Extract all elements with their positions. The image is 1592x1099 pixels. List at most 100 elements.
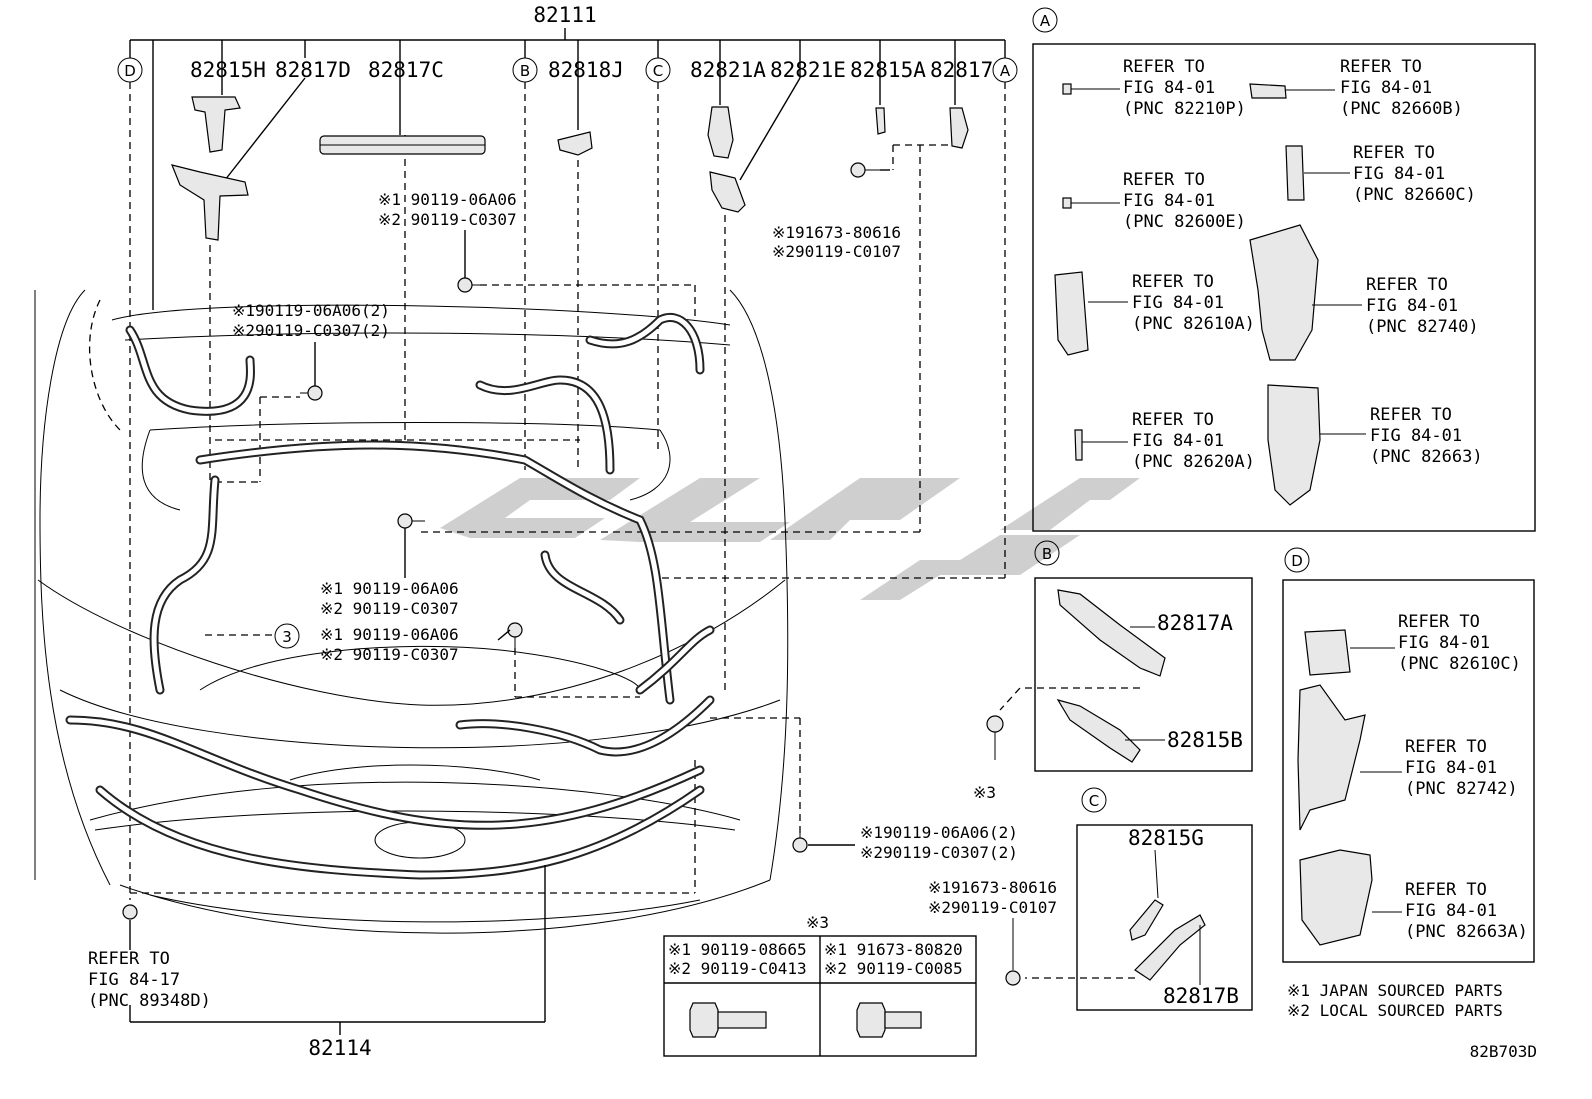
legend-local: ※2 LOCAL SOURCED PARTS	[1287, 1001, 1503, 1020]
bolt-label-7a: ※191673-80616	[928, 878, 1057, 897]
bolt-icon	[986, 715, 1004, 760]
pnc-label: (PNC 82742)	[1405, 779, 1518, 799]
part-82817D-drawing	[171, 164, 249, 241]
pnc-label: (PNC 82600E)	[1123, 212, 1246, 232]
svg-text:C: C	[1089, 792, 1099, 810]
part-82821E-drawing	[709, 171, 746, 213]
fig-label: FIG 84-01	[1340, 78, 1432, 98]
bolt-label-1b: ※2 90119-C0307	[378, 210, 517, 229]
panel-C-parts	[1025, 849, 1206, 985]
bolt-label-3b: ※290119-C0307(2)	[232, 321, 390, 340]
bolt-label-1a: ※1 90119-06A06	[378, 190, 517, 209]
refer-to-label: REFER TO	[1123, 57, 1205, 77]
svg-text:D: D	[124, 62, 136, 80]
bolt-icon	[507, 622, 523, 650]
diagram-code: 82B703D	[1470, 1042, 1537, 1061]
pnc-label: (PNC 82210P)	[1123, 99, 1246, 119]
panel-D	[1282, 579, 1535, 963]
watermark-logo	[440, 478, 1140, 600]
refer-to-label: REFER TO	[1398, 612, 1480, 632]
panel-A-parts	[1054, 83, 1366, 506]
pnc-label: (PNC 82663)	[1370, 447, 1483, 467]
refer-to-label: REFER TO	[1132, 272, 1214, 292]
svg-text:A: A	[1000, 62, 1011, 80]
part-number-82818J: 82818J	[548, 58, 624, 82]
part-number-82817C: 82817C	[368, 58, 444, 82]
bolt-label-4b: ※2 90119-C0307	[320, 599, 459, 618]
refer-to-label: REFER TO	[1405, 880, 1487, 900]
bolt-label-6a: ※190119-06A06(2)	[860, 823, 1018, 842]
fig-label: FIG 84-01	[1123, 191, 1215, 211]
star3-left-l1: ※1 90119-08665	[668, 940, 807, 959]
top-bracket	[129, 28, 1006, 310]
pnc-label: (PNC 82610A)	[1132, 314, 1255, 334]
fig-label: FIG 84-01	[1123, 78, 1215, 98]
star3-table	[663, 935, 977, 1057]
star3-note: ※3	[973, 783, 996, 802]
panel-B-parts	[999, 589, 1166, 763]
svg-text:3: 3	[282, 628, 292, 646]
bolt-label-2a: ※191673-80616	[772, 223, 901, 242]
panel-C	[1076, 824, 1253, 1011]
pnc-label: (PNC 89348D)	[88, 991, 211, 1011]
callout-3: 3	[274, 623, 300, 649]
bolt-label-4a: ※1 90119-06A06	[320, 579, 459, 598]
part-number-82817A: 82817A	[1157, 611, 1233, 635]
callout-D-top: D	[117, 57, 143, 83]
part-number-82817D: 82817D	[275, 58, 351, 82]
bolt-label-3a: ※190119-06A06(2)	[232, 301, 390, 320]
part-82821A-drawing	[707, 106, 734, 159]
refer-to-label: REFER TO	[88, 949, 170, 969]
fig-label: FIG 84-01	[1370, 426, 1462, 446]
bolt-icon	[1005, 918, 1021, 986]
callout-B-panel: B	[1034, 540, 1060, 566]
part-number-82815B: 82815B	[1167, 728, 1243, 752]
bolt-label-7b: ※290119-C0107	[928, 898, 1057, 917]
fig-label: FIG 84-01	[1405, 901, 1497, 921]
panel-D-parts	[1297, 629, 1402, 946]
pnc-label: (PNC 82740)	[1366, 317, 1479, 337]
wire-harness	[65, 313, 715, 880]
callout-A-panel: A	[1032, 7, 1058, 33]
legend-japan: ※1 JAPAN SOURCED PARTS	[1287, 981, 1503, 1000]
part-82815A-drawing	[875, 107, 886, 135]
svg-text:D: D	[1291, 552, 1303, 570]
refer-to-label: REFER TO	[1405, 737, 1487, 757]
panel-A	[1032, 43, 1536, 532]
pnc-label: (PNC 82660C)	[1353, 185, 1476, 205]
svg-text:C: C	[653, 62, 663, 80]
svg-text:B: B	[520, 62, 530, 80]
part-number-82821E: 82821E	[770, 58, 846, 82]
fig-label: FIG 84-17	[88, 970, 180, 990]
callout-B-top: B	[512, 57, 538, 83]
star3-right-l1: ※1 91673-80820	[824, 940, 963, 959]
bolt-icon	[457, 277, 485, 293]
refer-to-label: REFER TO	[1132, 410, 1214, 430]
part-number-82817B: 82817B	[1163, 984, 1239, 1008]
dashed-leaders	[129, 82, 1006, 900]
callout-D-panel: D	[1284, 547, 1310, 573]
part-82815H-drawing	[191, 96, 241, 153]
star3-left-l2: ※2 90119-C0413	[668, 959, 807, 978]
svg-text:B: B	[1042, 545, 1052, 563]
fig-label: FIG 84-01	[1366, 296, 1458, 316]
fig-label: FIG 84-01	[1132, 431, 1224, 451]
refer-to-label: REFER TO	[1366, 275, 1448, 295]
part-number-82114: 82114	[308, 1036, 371, 1060]
fig-label: FIG 84-01	[1132, 293, 1224, 313]
bolt-icon	[850, 162, 880, 178]
callout-C-top: C	[645, 57, 671, 83]
svg-text:A: A	[1040, 12, 1051, 30]
part-82817-drawing	[949, 107, 969, 149]
fig-label: FIG 84-01	[1398, 633, 1490, 653]
bolt-label-6b: ※290119-C0307(2)	[860, 843, 1018, 862]
bolt-label-2b: ※290119-C0107	[772, 242, 901, 261]
pnc-label: (PNC 82660B)	[1340, 99, 1463, 119]
fig-label: FIG 84-01	[1353, 164, 1445, 184]
part-number-82111: 82111	[533, 3, 596, 27]
part-number-82817: 82817	[930, 58, 993, 82]
callout-A-top: A	[992, 57, 1018, 83]
bolt-label-5a: ※1 90119-06A06	[320, 625, 459, 644]
panel-B	[1034, 577, 1253, 772]
